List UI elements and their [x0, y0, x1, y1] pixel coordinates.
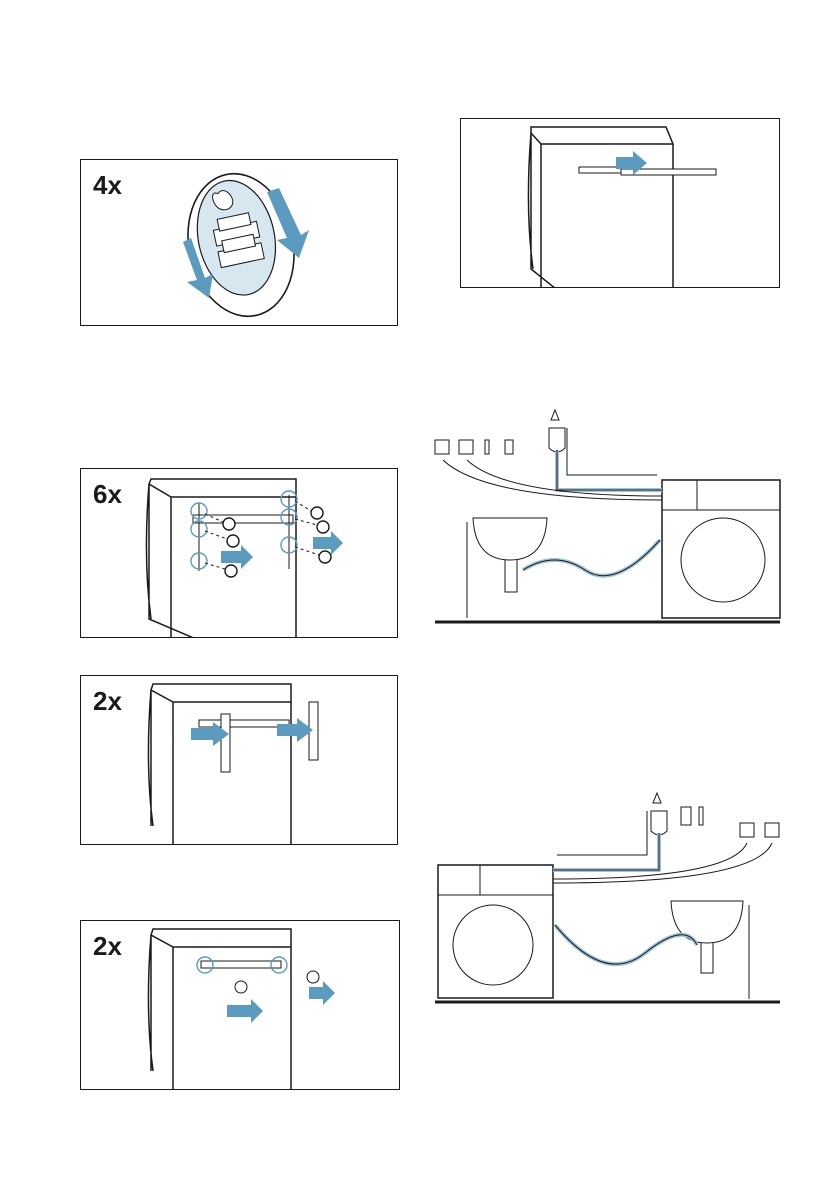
water-tap-icon	[651, 793, 667, 835]
drain-hose	[555, 925, 697, 964]
panel-insert-brackets: 2x	[80, 675, 398, 845]
power-socket-icon	[765, 823, 779, 837]
panel-remove-transport-bolts: 6x	[80, 468, 398, 638]
arrow-icon	[309, 981, 335, 1005]
inlet-hose	[553, 833, 659, 870]
sink-icon	[473, 518, 547, 560]
washing-machine-rear-icon	[81, 469, 398, 638]
washing-machine-front-icon	[461, 119, 780, 288]
power-socket-icon	[435, 440, 449, 454]
panel-insert-cover-caps: 4x	[80, 159, 398, 326]
arrow-icon	[227, 999, 263, 1023]
inlet-hose	[557, 450, 662, 490]
arrow-icon	[221, 545, 253, 569]
panel-remove-rail: 2x	[80, 920, 400, 1090]
power-socket-icon	[740, 823, 754, 837]
screw-icon	[235, 981, 247, 993]
power-socket-icon	[459, 440, 473, 454]
screw-icon	[307, 971, 319, 983]
installation-diagram-sink-right	[435, 785, 780, 1010]
washing-machine-rear-icon	[81, 676, 398, 845]
water-tap-icon	[549, 410, 565, 452]
transport-cap-icon	[81, 160, 398, 326]
panel-slide-rail-front	[460, 118, 780, 288]
installation-diagram-sink-left	[425, 400, 785, 630]
washing-machine-rear-icon	[81, 921, 400, 1090]
drain-hose	[523, 540, 660, 576]
